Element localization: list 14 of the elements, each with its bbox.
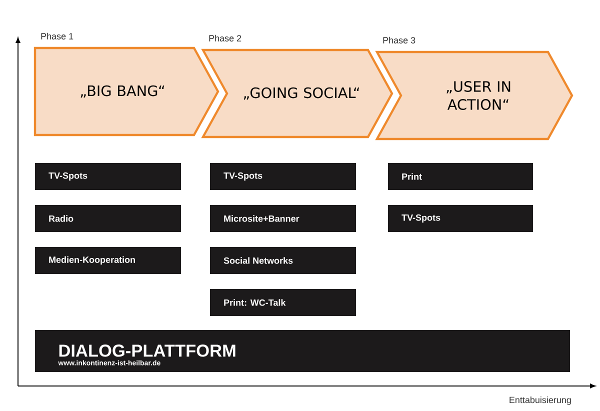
channel-box: Radio	[35, 205, 181, 232]
node-label: Phase 2	[209, 34, 242, 42]
channel-box: TV-Spots	[388, 205, 533, 232]
axis-label: Enttabuisierung	[510, 396, 571, 405]
channel-box: Microsite+Banner	[210, 205, 356, 232]
channel-box: TV-Spots	[210, 163, 356, 190]
channel-box: Medien-Kooperation	[35, 247, 181, 274]
channel-box: Print	[388, 163, 533, 190]
node-label: Phase 1	[41, 32, 74, 40]
channel-box: TV-Spots	[35, 163, 181, 190]
channel-box: Print: WC-Talk	[210, 289, 356, 316]
channel-box: Social Networks	[210, 247, 356, 274]
node-label: Phase 3	[383, 36, 416, 44]
phase-band: Phase 3 „USER IN ACTION“	[375, 36, 574, 140]
